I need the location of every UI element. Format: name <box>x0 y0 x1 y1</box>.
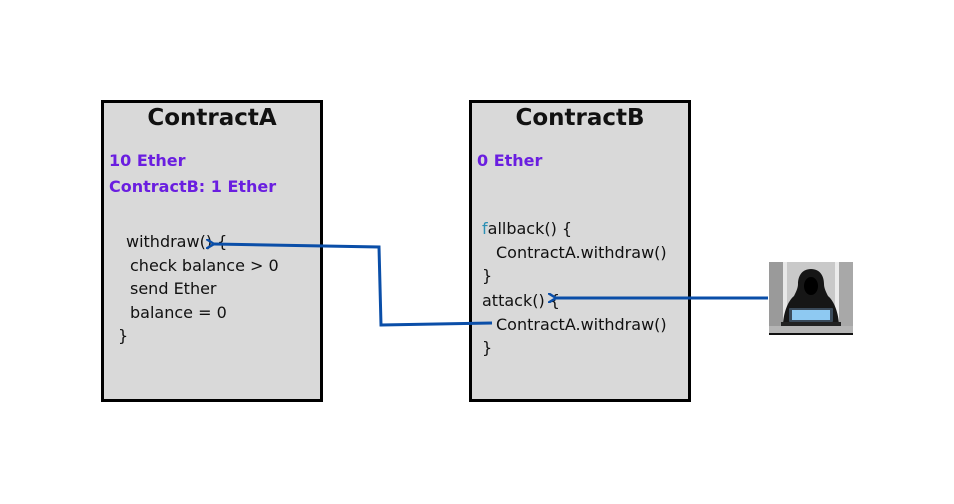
contract-a-ether: 10 Ether <box>109 151 186 170</box>
contract-a-title: ContractA <box>147 105 277 131</box>
code-line: attack() { <box>482 291 560 310</box>
fallback-highlight: f <box>482 219 488 238</box>
fallback-rest: allback() { <box>487 219 573 238</box>
code-line: balance = 0 <box>130 303 227 322</box>
code-line: send Ether <box>130 279 217 298</box>
code-line: ContractA.withdraw() <box>496 315 667 334</box>
contract-b-box: ContractB 0 Ether fallback() { ContractA… <box>469 100 691 402</box>
contract-b-ether: 0 Ether <box>477 151 543 170</box>
code-line: } <box>482 338 493 357</box>
contract-b-title: ContractB <box>515 105 645 131</box>
code-line: withdraw() { <box>126 232 228 251</box>
arrow-contractb-to-contracta <box>214 244 493 327</box>
code-line: } <box>118 326 129 345</box>
code-line: check balance > 0 <box>130 256 279 275</box>
contract-a-box: ContractA 10 Ether ContractB: 1 Ether wi… <box>101 100 323 402</box>
code-line: ContractA.withdraw() <box>496 243 667 262</box>
contract-a-balances: ContractB: 1 Ether <box>109 177 277 196</box>
hooded-hacker-laptop-icon <box>769 262 853 335</box>
code-line-fallback: fallback() { <box>482 217 572 241</box>
code-line: } <box>482 266 493 285</box>
